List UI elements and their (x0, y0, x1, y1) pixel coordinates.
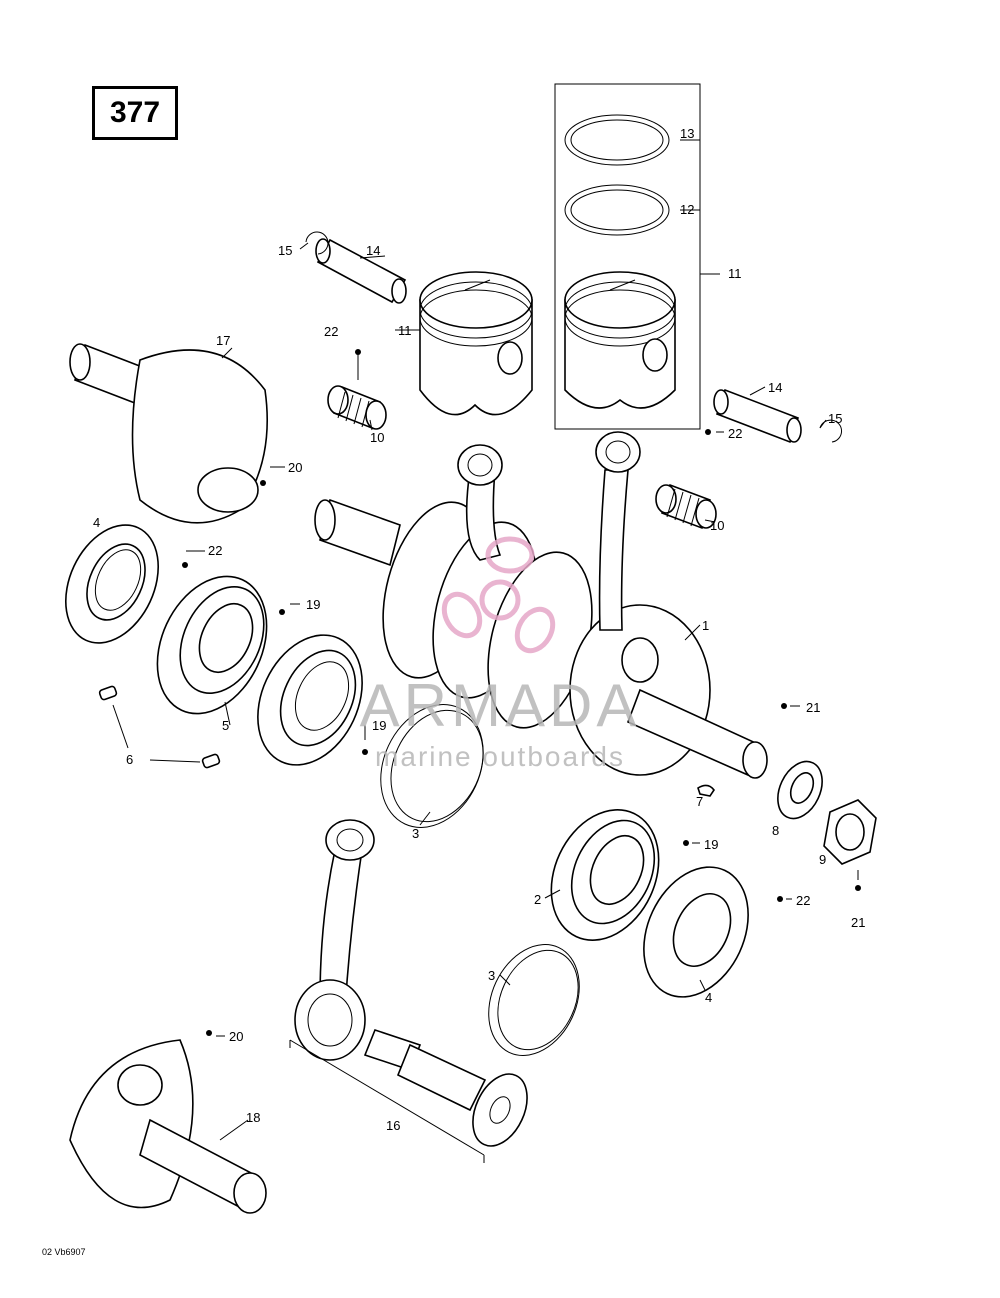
callout-17: 17 (216, 333, 230, 348)
callout-18: 18 (246, 1110, 260, 1125)
watermark-brand: ARMADA (360, 672, 641, 739)
circlip-15-left (305, 231, 329, 255)
callout-12: 12 (680, 202, 694, 217)
callout-22-right: 22 (728, 426, 742, 441)
connecting-rod-kit-16 (294, 819, 528, 1147)
callout-19-mid: 19 (372, 718, 386, 733)
callout-13: 13 (680, 126, 694, 141)
callout-22-lower: 22 (796, 893, 810, 908)
callout-21-right: 21 (806, 700, 820, 715)
callout-3-upper: 3 (412, 826, 419, 841)
callout-19-left: 19 (306, 597, 320, 612)
callout-16: 16 (386, 1118, 400, 1133)
callout-11-kit: 11 (728, 266, 742, 281)
o-ring-3-lower (488, 944, 580, 1056)
callout-4-left: 4 (93, 515, 100, 530)
watermark-tagline: marine outboards (375, 741, 625, 772)
callout-3-lower: 3 (488, 968, 495, 983)
watermark-logo (441, 536, 556, 654)
o-ring-3-upper (380, 704, 484, 828)
page-number: 377 (109, 96, 161, 129)
needle-bearing-10-left (327, 385, 387, 430)
piston-pin-14-right (713, 388, 802, 444)
oil-seal-4-left (64, 524, 160, 644)
callout-22-seal: 22 (208, 543, 222, 558)
dowel-pin-6-upper (98, 685, 118, 701)
needle-bearing-10-right (655, 483, 717, 530)
piston-pin-14-left (315, 238, 407, 304)
callout-14-right: 14 (768, 380, 782, 395)
drawing-code: 02 Vb6907 (42, 1247, 86, 1257)
nut-9 (823, 799, 877, 865)
bearing-19-left (257, 634, 363, 766)
callout-2: 2 (534, 892, 541, 907)
piston-ring-13 (564, 114, 670, 166)
watermark: ARMADA marine outboards (360, 536, 641, 772)
callout-15-left: 15 (278, 243, 292, 258)
page-number-box: 377 (92, 86, 178, 140)
callout-15-right: 15 (828, 411, 842, 426)
callout-11-piston: 11 (398, 323, 412, 338)
callout-14-left: 14 (366, 243, 380, 258)
piston-11 (419, 271, 533, 416)
callout-22-left: 22 (324, 324, 338, 339)
callout-4-right: 4 (705, 990, 712, 1005)
leader-lines (186, 139, 859, 1141)
callout-20-lower: 20 (229, 1029, 243, 1044)
crankshaft-assembly-1 (314, 431, 768, 779)
callout-10-left: 10 (370, 430, 384, 445)
callout-8: 8 (772, 823, 779, 838)
oil-seal-4-right (643, 866, 749, 998)
callout-10-right: 10 (710, 518, 724, 533)
crankshaft-half-18 (69, 1039, 267, 1214)
piston-kit-piston (564, 271, 676, 409)
callout-6: 6 (126, 752, 133, 767)
ball-bearing-5 (156, 575, 268, 715)
callout-21-lower: 21 (851, 915, 865, 930)
callout-9: 9 (819, 852, 826, 867)
callout-19-right: 19 (704, 837, 718, 852)
callout-5: 5 (222, 718, 229, 733)
piston-kit-frame (554, 83, 701, 430)
piston-ring-12 (564, 184, 670, 236)
woodruff-key-7 (697, 784, 715, 797)
callout-20-upper: 20 (288, 460, 302, 475)
bearing-2 (550, 809, 660, 941)
washer-8 (777, 760, 823, 820)
callout-1: 1 (702, 618, 709, 633)
dowel-pin-6-lower (201, 753, 221, 769)
callout-7: 7 (696, 794, 703, 809)
crankshaft-half-17 (69, 343, 268, 524)
